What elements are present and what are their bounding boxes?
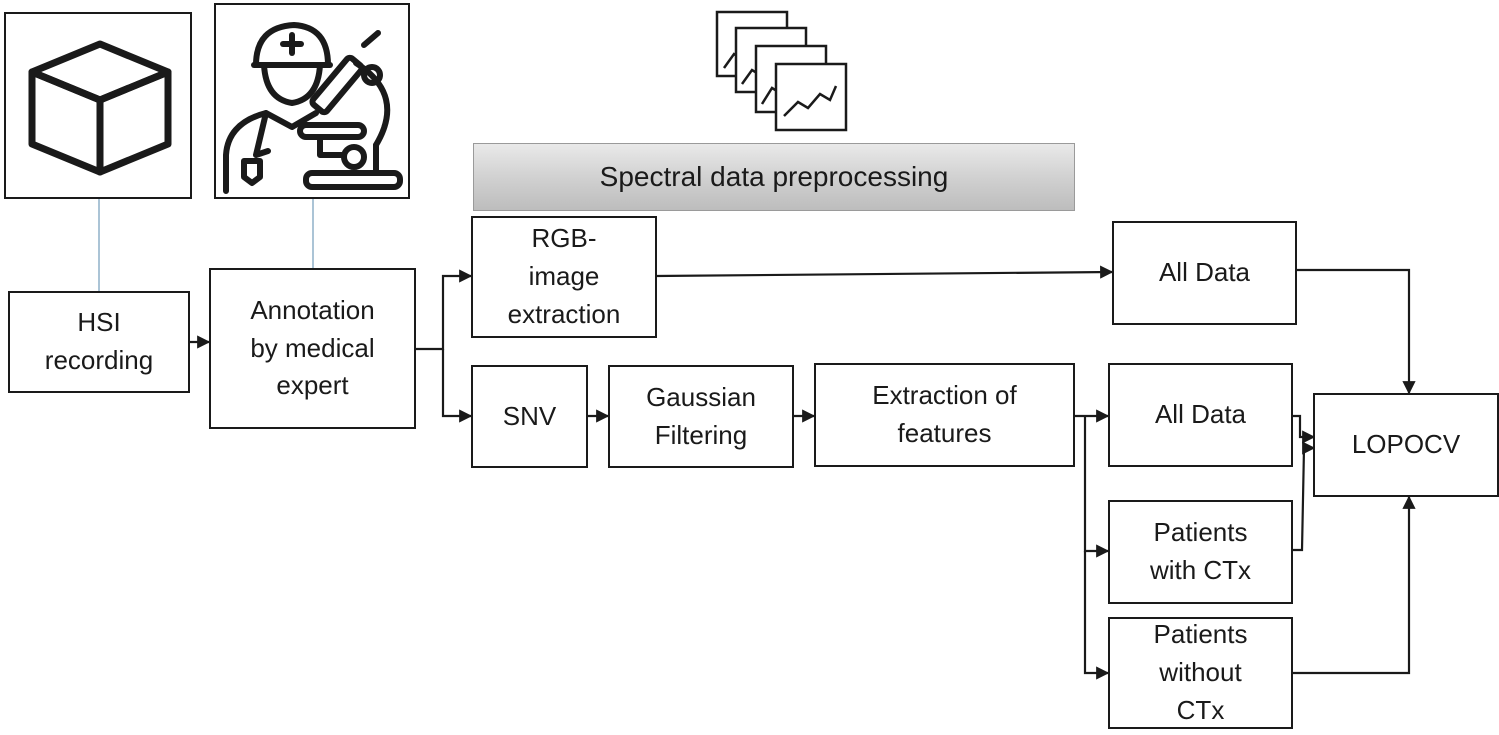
arrow-annotation-snv — [441, 349, 473, 423]
node-all-data-features: All Data — [1108, 363, 1293, 467]
arrow-with-lopocv — [1292, 441, 1316, 552]
spectral-plots-stack-icon — [715, 10, 848, 132]
node-hsi-recording: HSI recording — [8, 291, 190, 393]
cube-icon-frame — [4, 12, 192, 199]
node-annotation: Annotation by medical expert — [209, 268, 416, 429]
node-rgb-extraction: RGB- image extraction — [471, 216, 657, 338]
spectral-preprocessing-banner: Spectral data preprocessing — [473, 143, 1075, 211]
arrow-alldata-lopocv — [1296, 268, 1416, 395]
arrow-annotation-rgb — [415, 269, 473, 351]
arrow-alldata-mid-lopocv — [1292, 414, 1316, 444]
node-patients-without-ctx: Patients without CTx — [1108, 617, 1293, 729]
node-all-data-rgb: All Data — [1112, 221, 1297, 325]
arrow-extraction-without — [1083, 551, 1110, 680]
node-gaussian-filtering: Gaussian Filtering — [608, 365, 794, 468]
banner-label: Spectral data preprocessing — [599, 161, 949, 192]
arrow-without-lopocv — [1292, 495, 1416, 675]
arrow-rgb-alldata — [655, 265, 1114, 279]
arrow-extraction-with — [1083, 416, 1110, 558]
doctor-microscope-icon — [223, 22, 403, 194]
node-feature-extraction: Extraction of features — [814, 363, 1075, 467]
node-lopocv: LOPOCV — [1313, 393, 1499, 497]
node-snv: SNV — [471, 365, 588, 468]
node-patients-with-ctx: Patients with CTx — [1108, 500, 1293, 604]
cube-icon — [28, 40, 172, 176]
expert-icon-frame — [214, 3, 410, 199]
